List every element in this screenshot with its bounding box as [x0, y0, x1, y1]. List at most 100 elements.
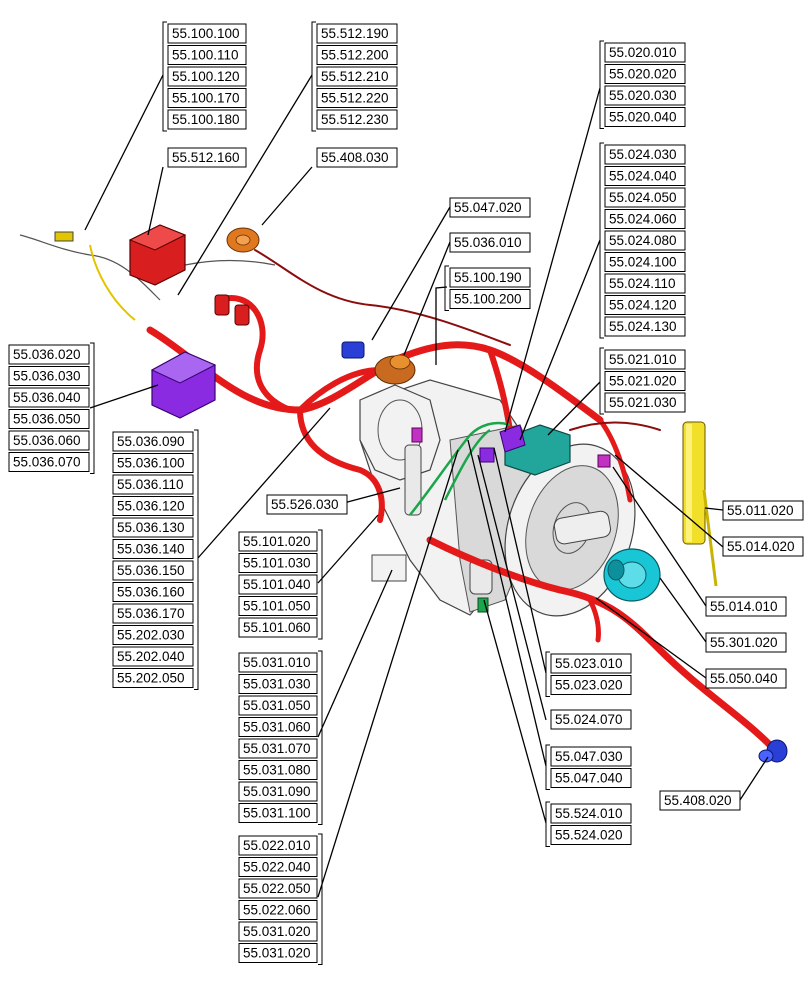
harness-lower-run — [426, 536, 774, 749]
part-label-box — [550, 675, 632, 695]
part-number-label: 55.036.070 — [13, 455, 81, 470]
part-number-label: 55.100.200 — [454, 292, 522, 307]
part-number-label: 55.036.160 — [117, 585, 185, 600]
leader-55-021-010 — [547, 381, 601, 436]
part-label-box — [604, 349, 686, 370]
part-number-label: 55.036.040 — [13, 390, 81, 405]
part-label-box — [8, 430, 90, 451]
part-label-box — [604, 209, 686, 229]
part-number-label: 55.036.010 — [454, 235, 522, 250]
part-label-box — [659, 790, 741, 811]
part-label-box — [8, 387, 90, 408]
part-label-box — [604, 273, 686, 294]
part-number-label: 55.101.030 — [243, 556, 311, 571]
relay-box — [128, 224, 187, 286]
part-number-label: 55.031.010 — [243, 655, 311, 670]
starter-motor — [553, 510, 612, 545]
red-connector-b — [234, 304, 250, 326]
part-label-box — [316, 66, 398, 87]
part-label-box — [604, 252, 686, 272]
part-label-box — [550, 768, 632, 788]
part-number-label: 55.036.090 — [117, 434, 185, 449]
part-label-box — [238, 900, 318, 920]
part-label-box — [449, 289, 531, 309]
part-number-label: 55.023.010 — [555, 656, 623, 671]
part-number-label: 55.024.130 — [609, 319, 677, 334]
part-label-box — [238, 878, 318, 899]
part-number-label: 55.014.010 — [710, 599, 778, 614]
label-group-55-408-020: 55.408.020 — [659, 790, 741, 811]
part-number-label: 55.036.060 — [13, 433, 81, 448]
orange-sensor-center — [374, 354, 416, 385]
part-number-label: 55.011.020 — [727, 503, 794, 518]
part-number-label: 55.100.190 — [454, 270, 522, 285]
part-label-box — [266, 494, 348, 515]
part-label-box — [238, 803, 318, 823]
part-number-label: 55.022.040 — [243, 860, 311, 875]
label-group-55-036-090: 55.036.09055.036.10055.036.11055.036.120… — [112, 429, 199, 690]
part-label-box — [604, 295, 686, 315]
part-label-box — [238, 652, 318, 673]
part-label-box — [550, 709, 632, 730]
part-label-box — [550, 825, 632, 845]
leader-55-022-010 — [317, 449, 459, 898]
label-group-55-022-010: 55.022.01055.022.04055.022.05055.022.060… — [238, 833, 323, 965]
label-group-55-512-160: 55.512.160 — [167, 147, 247, 168]
leader-55-023-010 — [493, 447, 547, 674]
harness-branch-down — [297, 407, 385, 523]
part-label-box — [316, 147, 398, 168]
part-number-label: 55.022.060 — [243, 903, 311, 918]
part-label-box — [449, 232, 531, 253]
part-label-box — [705, 668, 787, 689]
part-number-label: 55.100.110 — [172, 48, 239, 63]
part-number-label: 55.024.030 — [609, 147, 677, 162]
battery-cable — [254, 249, 511, 346]
part-number-label: 55.014.020 — [727, 539, 795, 554]
part-number-labels: 55.100.10055.100.11055.100.12055.100.170… — [8, 21, 804, 965]
leader-55-024-070 — [477, 454, 547, 721]
leader-55-014-010 — [612, 466, 707, 607]
purple-module — [150, 351, 217, 419]
label-bracket — [545, 651, 550, 697]
leader-55-408-030 — [261, 166, 313, 226]
part-label-box — [316, 109, 398, 130]
part-number-label: 55.036.030 — [13, 369, 81, 384]
part-label-box — [604, 187, 686, 208]
label-bracket — [545, 801, 550, 847]
part-number-label: 55.036.170 — [117, 606, 185, 621]
part-number-label: 55.408.030 — [321, 150, 389, 165]
part-number-label: 55.512.210 — [321, 69, 389, 84]
part-number-label: 55.036.150 — [117, 563, 185, 578]
part-label-box — [705, 596, 787, 617]
part-number-label: 55.022.010 — [243, 838, 311, 853]
part-label-box — [8, 366, 90, 386]
fuel-filter — [404, 444, 422, 516]
part-number-label: 55.100.100 — [172, 26, 240, 41]
part-label-box — [722, 536, 804, 557]
label-group-55-036-010: 55.036.010 — [449, 232, 531, 253]
part-label-box — [604, 64, 686, 84]
part-label-box — [238, 596, 318, 616]
yellow-wire — [89, 244, 136, 321]
part-label-box — [238, 943, 318, 963]
part-label-box — [112, 646, 194, 667]
thin-wire-left — [19, 234, 161, 301]
label-bracket — [311, 21, 316, 132]
part-number-label: 55.024.050 — [609, 190, 677, 205]
leader-55-014-020 — [614, 454, 724, 548]
thin-wire-relay — [184, 259, 276, 266]
label-group-55-050-040: 55.050.040 — [705, 668, 787, 689]
part-number-label: 55.031.100 — [243, 806, 311, 821]
part-label-box — [550, 653, 632, 674]
yellow-heater — [682, 421, 718, 587]
part-label-box — [167, 109, 247, 130]
leader-55-526-030 — [339, 487, 401, 505]
part-label-box — [604, 371, 686, 391]
part-label-box — [604, 392, 686, 413]
part-number-label: 55.050.040 — [710, 671, 778, 686]
part-label-box — [604, 316, 686, 337]
part-label-box — [604, 85, 686, 106]
label-group-55-036-020: 55.036.02055.036.03055.036.04055.036.050… — [8, 342, 95, 474]
